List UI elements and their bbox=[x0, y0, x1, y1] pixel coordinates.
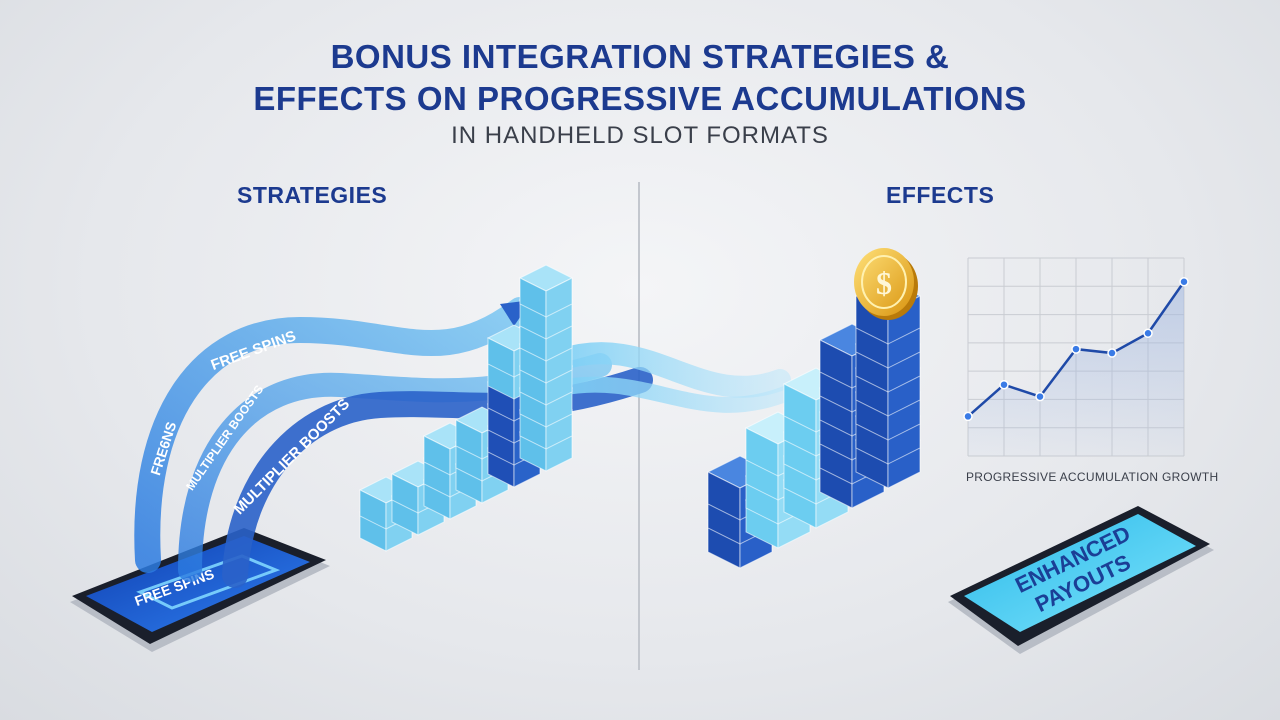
blocks-right bbox=[706, 279, 922, 569]
chart-point bbox=[1071, 344, 1081, 354]
chart-point bbox=[1143, 328, 1153, 338]
blocks-left bbox=[358, 264, 574, 552]
block-left bbox=[518, 264, 574, 318]
chart-point bbox=[999, 379, 1009, 390]
title-line-1: BONUS INTEGRATION STRATEGIES & bbox=[330, 38, 950, 75]
chart-x-label: PROGRESSIVE ACCUMULATION GROWTH bbox=[966, 470, 1219, 484]
chart-points bbox=[963, 277, 1189, 422]
chart-point bbox=[1107, 348, 1117, 358]
chart-area bbox=[968, 281, 1184, 456]
phone-right: ENHANCED PAYOUTS bbox=[948, 506, 1214, 654]
section-effects: EFFECTS bbox=[886, 182, 995, 208]
phone-left: FREE SPINS bbox=[70, 528, 330, 652]
subtitle: IN HANDHELD SLOT FORMATS bbox=[451, 122, 829, 149]
section-divider bbox=[638, 182, 640, 670]
gold-coin: $ bbox=[854, 248, 918, 320]
chart-point bbox=[1179, 277, 1189, 287]
section-strategies: STRATEGIES bbox=[237, 182, 388, 208]
title-line-2: EFFECTS ON PROGRESSIVE ACCUMULATIONS bbox=[253, 80, 1027, 117]
chart-point bbox=[1035, 391, 1045, 402]
chart-point bbox=[963, 411, 973, 422]
coin-symbol: $ bbox=[876, 265, 892, 301]
growth-chart bbox=[963, 257, 1189, 457]
